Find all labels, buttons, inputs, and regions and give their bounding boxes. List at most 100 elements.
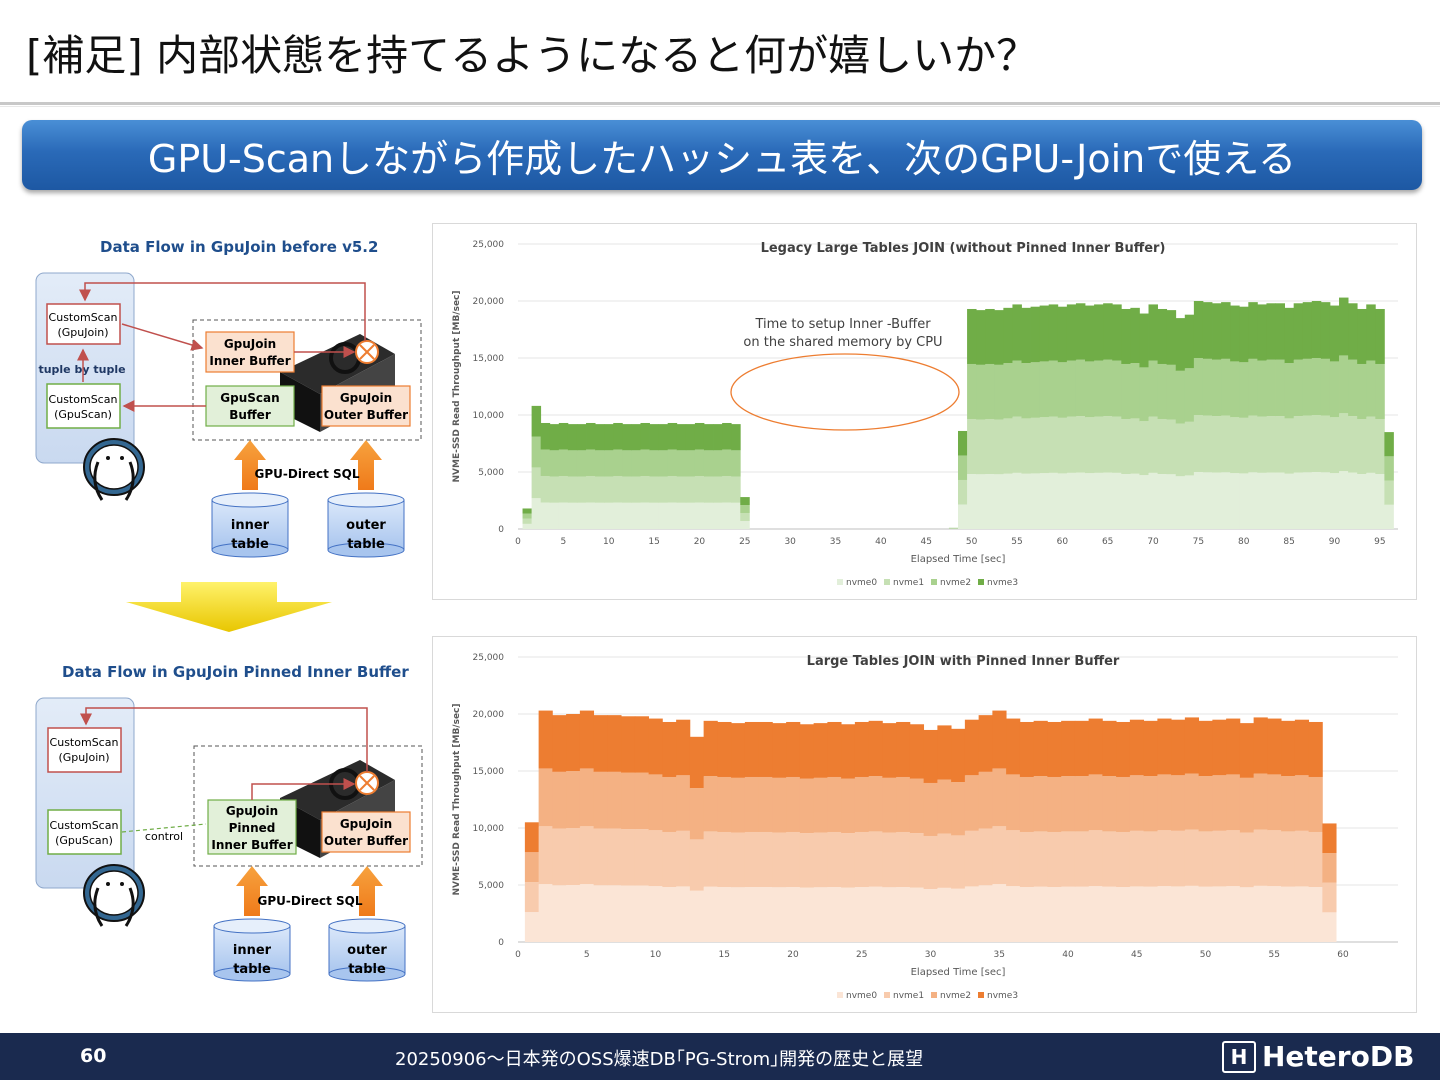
bar-nvme2 [622, 450, 632, 477]
bar-nvme3 [604, 424, 614, 451]
bar-nvme1 [1112, 416, 1122, 473]
bar-nvme3 [1102, 720, 1117, 777]
bar-nvme3 [1226, 718, 1241, 775]
bar-nvme3 [1030, 306, 1041, 363]
legend-label-nvme3: nvme3 [987, 991, 1018, 1001]
chart-title: Legacy Large Tables JOIN (without Pinned… [761, 241, 1166, 256]
bar-nvme3 [524, 822, 540, 853]
bar-nvme3 [567, 424, 578, 451]
bar-nvme2 [772, 777, 787, 833]
bar-nvme1 [1226, 830, 1241, 887]
bar-nvme0 [531, 498, 542, 529]
direct-arrow-inner-after [236, 866, 268, 916]
y-tick-label: 5,000 [478, 468, 504, 478]
bar-nvme3 [731, 424, 741, 451]
bar-nvme1 [1253, 829, 1268, 886]
bar-nvme3 [540, 422, 551, 450]
bar-nvme2 [1257, 360, 1267, 417]
slide-title: [補足] 内部状態を持てるようになると何が嬉しいか？ [26, 31, 1039, 80]
bar-nvme3 [694, 422, 705, 450]
bar-nvme3 [662, 721, 677, 777]
bar-nvme0 [1129, 886, 1145, 942]
gpu-area [192, 319, 422, 441]
bar-nvme2 [1357, 363, 1367, 419]
bar-nvme0 [593, 885, 608, 942]
bar-nvme2 [722, 449, 732, 476]
x-tick-label: 45 [921, 537, 932, 547]
bar-nvme3 [531, 405, 542, 437]
gpujoin-pinned-sub1: Pinned [229, 821, 276, 835]
x-tick-label: 0 [515, 950, 521, 960]
bar-nvme3 [634, 716, 650, 773]
outer-table-cylinder-after [328, 918, 406, 982]
bar-nvme1 [827, 831, 842, 887]
customscan-gpujoin-box-after [47, 727, 122, 773]
bar-nvme1 [685, 476, 696, 503]
bar-nvme2 [1075, 359, 1086, 417]
bar-nvme2 [992, 768, 1007, 827]
bar-nvme1 [667, 475, 678, 503]
bar-nvme2 [1202, 358, 1213, 416]
bar-nvme0 [1003, 473, 1013, 529]
bar-nvme1 [1267, 830, 1282, 887]
bar-nvme0 [1088, 886, 1103, 942]
bar-nvme2 [662, 776, 677, 832]
bar-nvme3 [1033, 720, 1048, 777]
bar-nvme2 [1057, 362, 1068, 418]
bar-nvme2 [640, 449, 650, 476]
bar-nvme1 [549, 476, 560, 503]
bar-nvme3 [648, 718, 663, 775]
bar-nvme1 [567, 476, 578, 503]
bar-nvme0 [1085, 473, 1095, 529]
bar-nvme3 [595, 424, 605, 451]
gpuscan-buffer-box [205, 385, 295, 427]
bar-nvme2 [813, 777, 828, 833]
bar-nvme2 [854, 776, 870, 832]
bar-nvme2 [631, 450, 641, 477]
legend-label-nvme1: nvme1 [893, 578, 924, 588]
bar-nvme3 [1239, 723, 1255, 778]
bar-nvme1 [1171, 830, 1186, 887]
bar-nvme3 [1184, 314, 1195, 369]
bar-nvme3 [1266, 303, 1276, 360]
bar-nvme0 [703, 886, 718, 942]
bar-nvme0 [607, 885, 622, 942]
bar-nvme0 [1357, 473, 1367, 529]
gpujoin-outer-buffer-sub-after: Outer Buffer [324, 834, 408, 848]
bar-nvme0 [1148, 472, 1158, 529]
bar-nvme2 [676, 775, 691, 831]
x-tick-label: 65 [1102, 537, 1113, 547]
bar-nvme2 [967, 363, 977, 419]
bar-nvme3 [1294, 719, 1310, 776]
bar-nvme0 [685, 502, 696, 529]
bar-nvme2 [758, 776, 773, 832]
bar-nvme1 [813, 832, 828, 888]
bar-nvme3 [676, 719, 691, 776]
bar-nvme3 [552, 715, 567, 772]
bar-nvme0 [1257, 472, 1267, 529]
bar-nvme3 [799, 724, 815, 779]
bar-nvme1 [958, 479, 968, 505]
x-tick-label: 55 [1011, 537, 1022, 547]
bar-nvme2 [1320, 358, 1331, 416]
bar-nvme1 [717, 831, 732, 887]
bar-nvme1 [967, 418, 977, 474]
bar-nvme1 [662, 831, 677, 887]
bar-nvme3 [722, 422, 732, 450]
bar-nvme0 [621, 885, 636, 942]
bar-nvme3 [813, 723, 828, 778]
bar-nvme0 [558, 502, 569, 529]
bar-nvme3 [1339, 297, 1349, 356]
bar-nvme1 [1157, 418, 1168, 474]
gpujoin-outer-buffer-box-after [321, 811, 411, 853]
gpujoin-outer-buffer-label: GpuJoin [340, 391, 392, 405]
bar-nvme1 [1198, 831, 1213, 887]
bar-nvme0 [658, 502, 669, 529]
bar-nvme2 [1366, 360, 1376, 417]
bar-nvme1 [1320, 415, 1331, 473]
bar-nvme2 [1266, 359, 1276, 417]
inner-table-sub: table [231, 537, 269, 552]
bar-nvme1 [882, 832, 897, 888]
